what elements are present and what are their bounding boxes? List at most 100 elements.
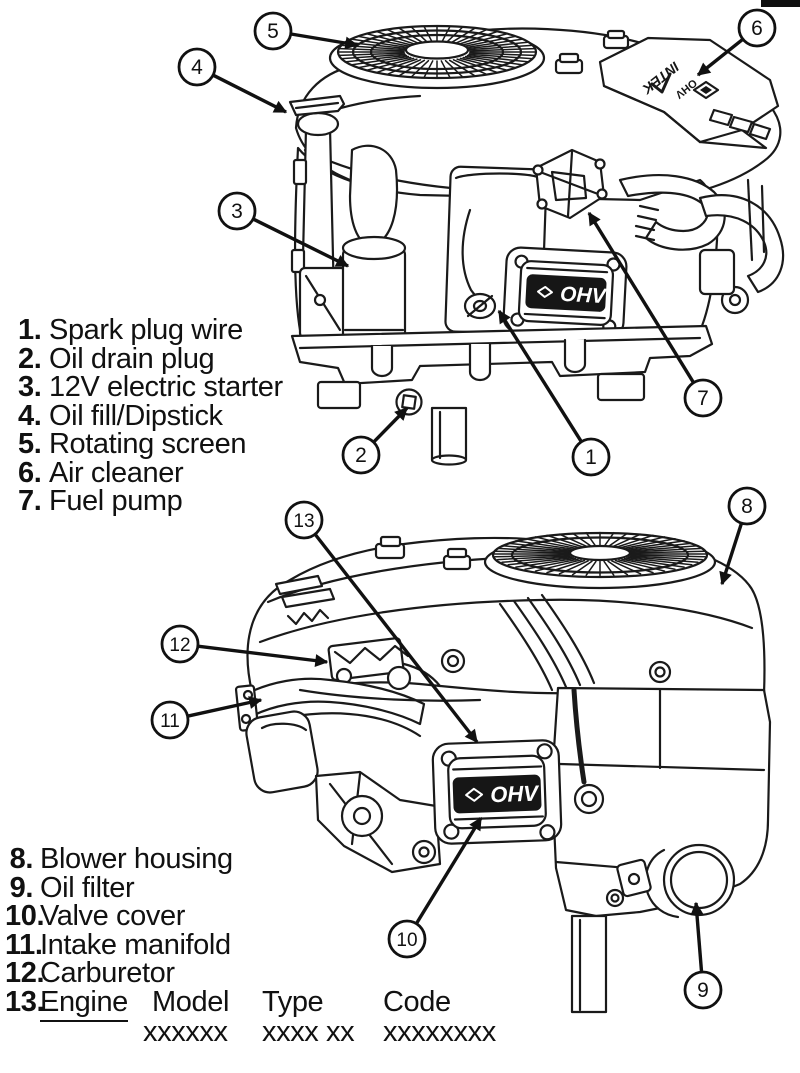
- parts-list-item-label: Valve cover: [40, 900, 185, 932]
- ohv-label-cover1: OHV: [560, 283, 609, 308]
- oil-filter: [616, 843, 736, 919]
- callout-number: 12: [169, 635, 190, 656]
- callout-number: 1: [585, 446, 597, 469]
- pto-shaft-top-engine: [430, 406, 468, 466]
- parts-list-item-number: 8.: [9, 843, 34, 875]
- callout-circle: [683, 378, 723, 418]
- parts-list-item: 6.Air cleaner: [18, 456, 283, 489]
- callout-11: 11: [150, 696, 263, 740]
- callout-number: 3: [231, 200, 243, 223]
- shroud-bolts: [554, 29, 630, 75]
- callout-number: 7: [697, 387, 709, 410]
- callout-circle: [177, 47, 217, 87]
- valve-cover-top-engine: OHV: [502, 246, 628, 338]
- parts-list-item-number: 10.: [5, 900, 45, 932]
- parts-list-item: 12.Carburetor: [5, 959, 233, 988]
- valve-cover-bottom-engine: OHV: [431, 739, 563, 845]
- housing-bolts: [374, 535, 472, 571]
- engine-1-illustration: INTEK OHV: [288, 24, 785, 466]
- callout-circle: [571, 437, 611, 477]
- parts-list-item-number: 4.: [18, 399, 42, 432]
- engine-1-base: [290, 324, 714, 416]
- parts-list-item: 9.Oil filter: [5, 871, 233, 904]
- ohv-diamond-icon: [536, 285, 553, 298]
- callout-circle: [150, 700, 190, 740]
- callout-leader-arrow: [690, 901, 704, 972]
- parts-list-item-label: Intake manifold: [40, 928, 231, 961]
- callout-leader-arrow: [497, 309, 583, 442]
- engine-id-value-type: xxxx xx: [262, 1016, 355, 1048]
- parts-list-item-label: Blower housing: [40, 843, 233, 875]
- parts-list-item: 10.Valve cover: [5, 902, 233, 931]
- callout-number: 11: [160, 711, 180, 732]
- parts-list-item: 1.Spark plug wire: [18, 316, 283, 345]
- parts-list-item-number: 7.: [18, 485, 42, 517]
- rotating-screen-top: [328, 24, 546, 90]
- parts-list-item-label: Oil filter: [40, 871, 135, 904]
- parts-list-item: 11.Intake manifold: [5, 928, 233, 961]
- callout-number: 5: [267, 20, 279, 43]
- callout-12: 12: [160, 624, 329, 668]
- engine-2-illustration: OHV: [234, 531, 772, 1014]
- callout-leader-arrow: [314, 533, 479, 744]
- ohv-label-cover2: OHV: [490, 780, 541, 807]
- callout-leader-arrow: [188, 696, 263, 718]
- callout-number: 6: [751, 17, 763, 40]
- callout-leader-arrow: [587, 211, 695, 383]
- spark-plug-wire: [461, 208, 497, 320]
- callout-leader-arrow: [719, 523, 743, 586]
- callout-leader-arrow: [198, 644, 329, 668]
- engine-id-label: Engine: [40, 986, 128, 1022]
- callout-10: 10: [387, 816, 483, 959]
- parts-list-item-number: 2.: [18, 342, 42, 375]
- parts-list-item-label: Carburetor: [40, 957, 175, 989]
- air-cleaner: INTEK OHV: [598, 36, 780, 150]
- parts-list-item-label: Air cleaner: [49, 456, 184, 489]
- callout-leader-arrow: [291, 32, 359, 50]
- callout-number: 10: [396, 930, 417, 951]
- engine-id-number: 13.: [5, 986, 45, 1018]
- callout-2: 2: [341, 406, 409, 475]
- callout-leader-arrow: [415, 816, 483, 924]
- engine-2-bracket: [314, 770, 442, 874]
- scan-corner-mark: [761, 0, 800, 7]
- engine-id-header-code: Code: [383, 986, 451, 1018]
- ohv-diamond-icon-2: [465, 787, 484, 802]
- callout-4: 4: [177, 47, 288, 114]
- callout-leader-arrow: [213, 74, 288, 114]
- parts-list-item-number: 11.: [5, 928, 43, 961]
- parts-list-item: 7.Fuel pump: [18, 487, 283, 516]
- pto-shaft-bottom-engine: [570, 914, 608, 1014]
- fuel-pump: [532, 148, 608, 220]
- callout-13: 13: [284, 500, 479, 744]
- parts-list-item: 2.Oil drain plug: [18, 342, 283, 375]
- parts-list-item-number: 3.: [18, 371, 42, 403]
- callout-circle: [253, 11, 293, 51]
- callout-3: 3: [217, 191, 350, 268]
- engine-id-header-type: Type: [262, 986, 324, 1018]
- callout-circle: [387, 919, 427, 959]
- parts-list-item: 4.Oil fill/Dipstick: [18, 399, 283, 432]
- oil-drain-plug: [395, 388, 423, 416]
- callout-circle: [683, 970, 723, 1010]
- callout-5: 5: [253, 11, 359, 51]
- parts-list-item-label: Oil drain plug: [49, 342, 215, 375]
- callout-circle: [727, 486, 767, 526]
- parts-list-item-label: Spark plug wire: [49, 314, 243, 346]
- engine-id-value-code: xxxxxxxx: [383, 1016, 496, 1048]
- engine-1-plumbing: [618, 174, 785, 315]
- parts-list-item: 8.Blower housing: [5, 845, 233, 874]
- engine-id-value-model: xxxxxx: [143, 1016, 228, 1048]
- parts-list-item: 3.12V electric starter: [18, 373, 283, 402]
- callout-leader-arrow: [696, 38, 744, 77]
- callout-leader-arrow: [253, 217, 350, 268]
- callout-9: 9: [683, 901, 723, 1010]
- callout-leader-arrow: [373, 406, 409, 443]
- rotating-screen-bottom: [483, 531, 717, 590]
- callout-6: 6: [696, 8, 777, 77]
- callout-circle: [217, 191, 257, 231]
